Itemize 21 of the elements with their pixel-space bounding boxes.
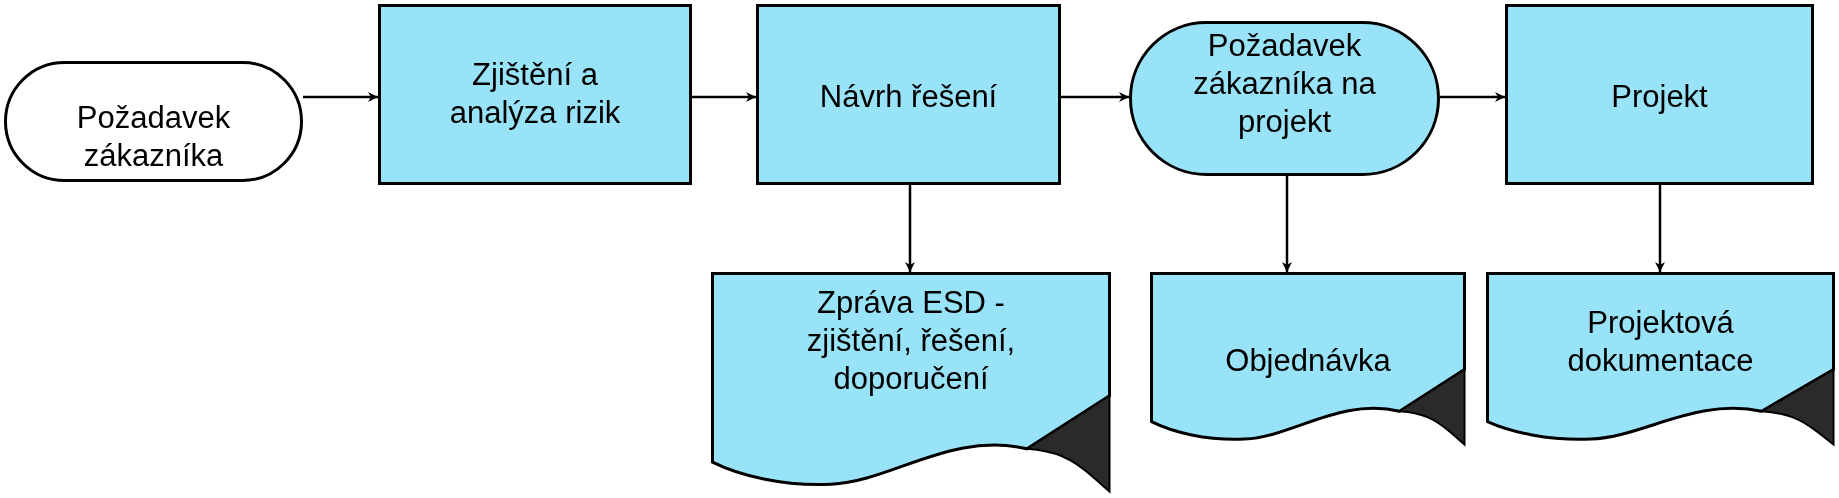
- node-label: Návrh řešení: [819, 78, 998, 116]
- process-box: [1505, 4, 1814, 185]
- document-shape: [711, 272, 1111, 493]
- document-shape: [1150, 272, 1466, 446]
- arrow: [1061, 92, 1129, 102]
- node-label: Projekt: [1611, 78, 1708, 116]
- node-label: Objednávka: [1225, 342, 1391, 380]
- process-box: [378, 4, 692, 185]
- node-label: Zpráva ESD - zjištění, řešení, doporučení: [805, 284, 1017, 398]
- arrow: [692, 92, 756, 102]
- arrow: [1440, 92, 1505, 102]
- node-label: Požadavek zákazníka: [75, 99, 232, 175]
- node-label: Zjištění a analýza rizik: [448, 56, 622, 132]
- node-label: Projektová dokumentace: [1566, 304, 1755, 380]
- arrow: [1655, 185, 1665, 272]
- process-box: [756, 4, 1061, 185]
- document-shape: [1486, 272, 1835, 446]
- node-label: Požadavek zákazníka na projekt: [1192, 27, 1377, 141]
- arrow: [303, 92, 378, 102]
- arrow: [905, 185, 915, 272]
- arrow: [1282, 176, 1292, 272]
